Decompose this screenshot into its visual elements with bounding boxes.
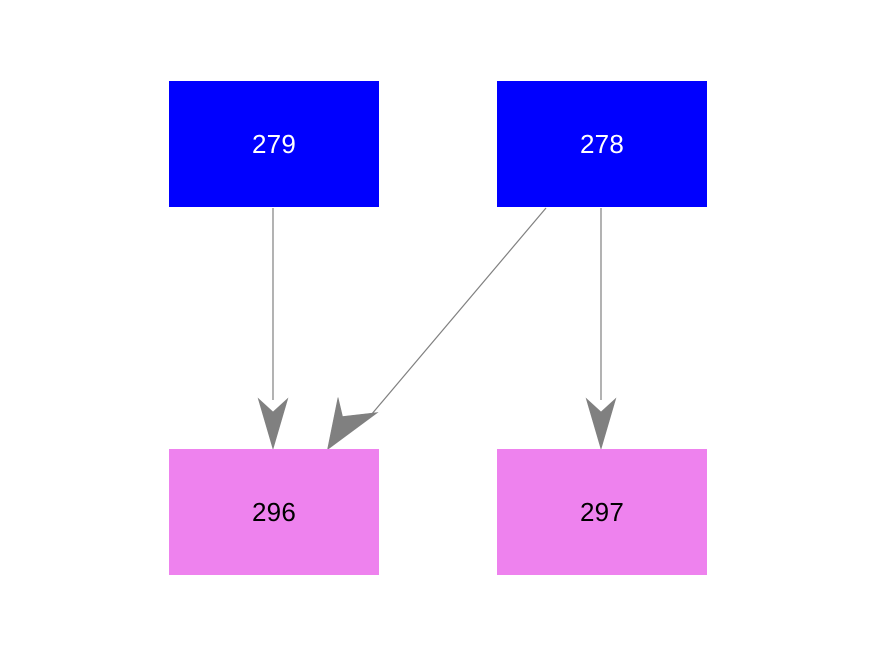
edge-line-278-296 bbox=[370, 207, 547, 416]
graph-node-296[interactable]: 296 bbox=[169, 449, 379, 575]
graph-node-label-279: 279 bbox=[252, 129, 296, 159]
graph-node-279[interactable]: 279 bbox=[169, 81, 379, 207]
edge-279-296 bbox=[257, 208, 289, 451]
edge-278-297 bbox=[585, 208, 617, 451]
graph-node-297[interactable]: 297 bbox=[497, 449, 707, 575]
arrowhead-icon-278-296 bbox=[327, 397, 379, 451]
graph-node-label-278: 278 bbox=[580, 129, 624, 159]
graph-node-label-296: 296 bbox=[252, 497, 296, 527]
arrowhead-icon-278-297 bbox=[585, 397, 617, 451]
graph-node-label-297: 297 bbox=[580, 497, 624, 527]
graph-node-278[interactable]: 278 bbox=[497, 81, 707, 207]
arrowhead-icon-279-296 bbox=[257, 397, 289, 451]
edge-278-296 bbox=[327, 207, 547, 451]
